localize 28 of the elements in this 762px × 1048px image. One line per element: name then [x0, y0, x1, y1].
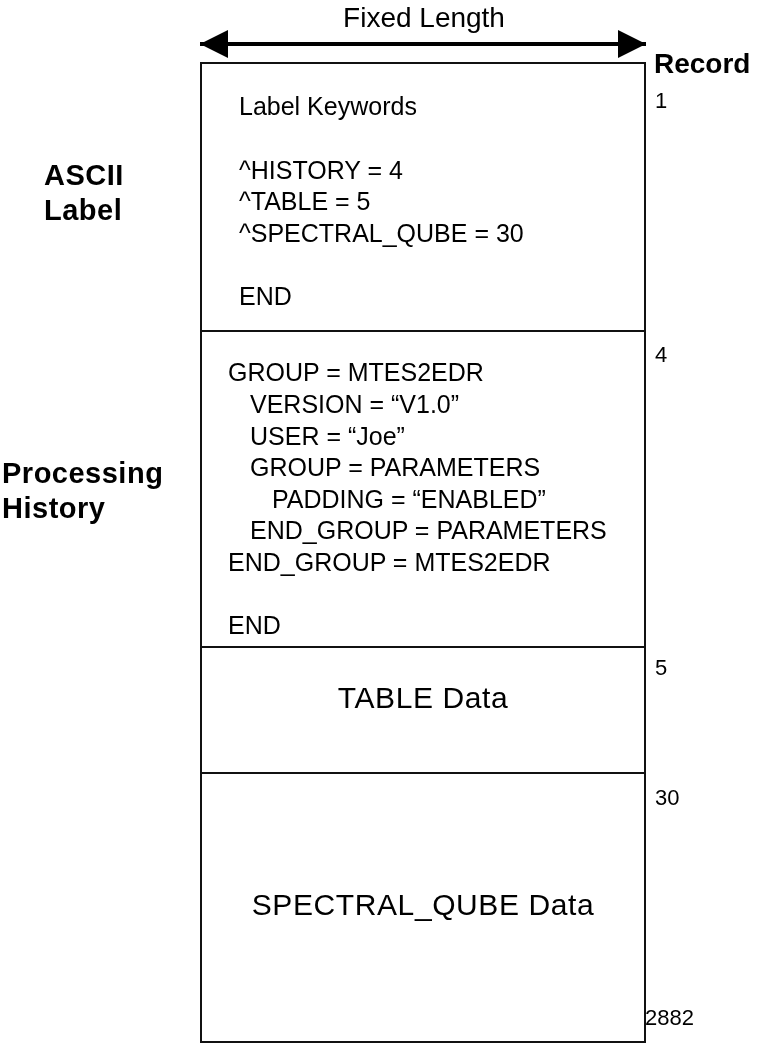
- section-label: ASCII Label: [44, 158, 125, 228]
- record-number: 5: [655, 655, 668, 681]
- record-number: 1: [655, 88, 668, 114]
- code-line: END_GROUP = PARAMETERS: [250, 515, 607, 545]
- dimension-label: Fixed Length: [343, 3, 505, 34]
- section-heading: Label Keywords: [239, 91, 417, 121]
- section-title: SPECTRAL_QUBE Data: [251, 887, 595, 923]
- keyword-line: END: [239, 281, 292, 311]
- section-title: TABLE Data: [337, 680, 509, 716]
- record-number: 30: [655, 785, 680, 811]
- section-box: [200, 62, 646, 332]
- code-line: END_GROUP = MTES2EDR: [228, 547, 551, 577]
- column-heading: Record: [654, 49, 751, 80]
- keyword-line: ^HISTORY = 4: [239, 155, 403, 185]
- section-box: [200, 330, 646, 648]
- record-number: 2882: [645, 1005, 694, 1031]
- keyword-line: ^TABLE = 5: [239, 186, 371, 216]
- code-line: GROUP = PARAMETERS: [250, 452, 541, 482]
- code-line: GROUP = MTES2EDR: [228, 357, 484, 387]
- keyword-line: ^SPECTRAL_QUBE = 30: [239, 218, 524, 248]
- code-line: END: [228, 610, 281, 640]
- section-box: [200, 646, 646, 774]
- record-number: 4: [655, 342, 668, 368]
- code-line: USER = “Joe”: [250, 421, 405, 451]
- section-label: Processing History: [2, 456, 165, 526]
- section-box: [200, 772, 646, 1043]
- code-line: VERSION = “V1.0”: [250, 389, 460, 419]
- code-line: PADDING = “ENABLED”: [272, 484, 546, 514]
